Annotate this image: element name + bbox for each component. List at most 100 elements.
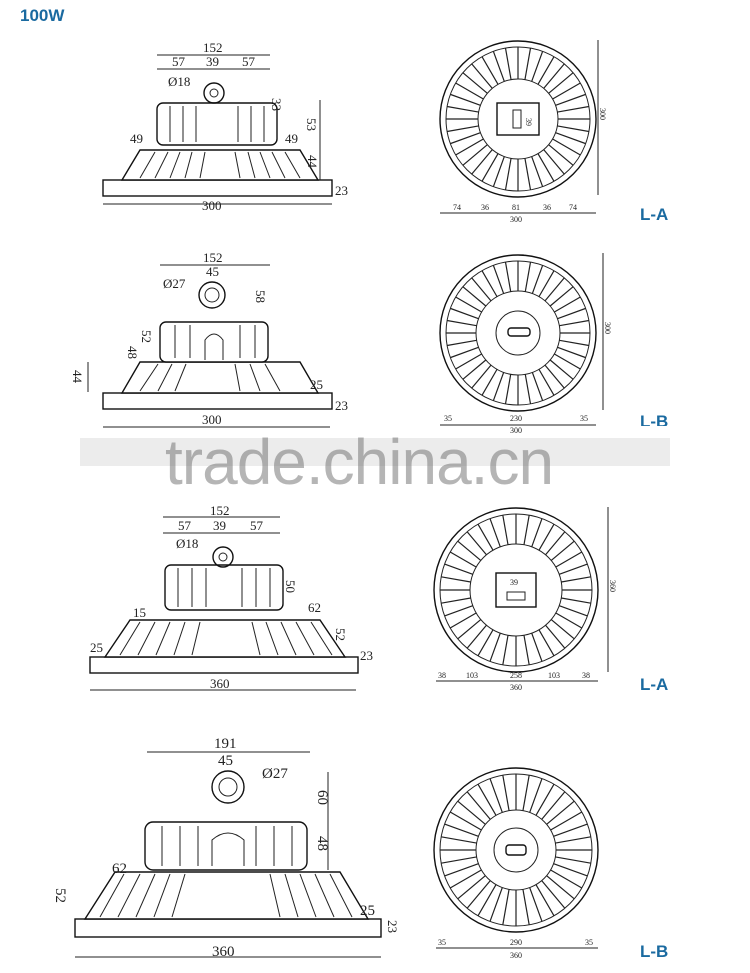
dim-top-3: 35 [580, 414, 588, 423]
dim-base-width: 360 [212, 944, 235, 960]
dim-top-3: 258 [510, 671, 522, 680]
variant-label-4: L-B [640, 942, 669, 961]
watermark-text: trade.china.cn [165, 426, 554, 498]
hanging-ring [212, 546, 234, 568]
dim-hook-height: 58 [253, 290, 268, 303]
dim-body-height: 48 [314, 836, 330, 851]
dim-top-3: 35 [585, 938, 593, 947]
dim-seg-a: 57 [178, 518, 192, 533]
top-view-2: 300 35 230 35 300 [439, 253, 612, 435]
dim-body-height: 52 [139, 330, 154, 343]
dim-overall: 152 [210, 503, 230, 518]
center-module [496, 102, 540, 136]
hanging-ring [211, 770, 245, 804]
dim-fin-height: 44 [70, 370, 85, 384]
dim-top-total: 360 [510, 683, 522, 692]
center-module [505, 844, 527, 856]
dim-seg-b: 39 [206, 54, 219, 69]
dim-base-width: 300 [202, 412, 222, 427]
variant-label-3: L-A [640, 675, 669, 694]
variant-label-2: L-B [640, 412, 669, 426]
center-module [507, 327, 531, 337]
dim-fin-height: 52 [333, 628, 348, 641]
dim-top-2: 36 [481, 203, 489, 212]
dim-base-height: 23 [335, 398, 348, 413]
side-view-2: 300 23 152 45 Ø27 58 52 48 44 25 [70, 250, 348, 428]
watermark-band [80, 438, 670, 466]
driver-housing [159, 321, 269, 363]
dim-hole: Ø18 [168, 74, 190, 89]
radial-fins-4 [440, 774, 592, 926]
dim-base-width: 300 [202, 198, 222, 213]
dim-base-height: 23 [385, 920, 400, 933]
dim-top-total: 300 [510, 215, 522, 224]
dim-base-height: 23 [360, 648, 373, 663]
heatsink-fins [83, 871, 370, 920]
dim-right-step: 49 [285, 131, 298, 146]
dim-seg-b: 39 [213, 518, 226, 533]
heatsink-fins [103, 619, 347, 658]
base-plate [102, 392, 333, 410]
driver-housing [144, 821, 308, 871]
dim-left-step: 15 [133, 605, 146, 620]
dim-top-1: 35 [444, 414, 452, 423]
side-view-3: 360 23 152 57 39 57 Ø18 50 15 62 52 25 [89, 503, 373, 691]
dim-body-height-2: 48 [125, 346, 140, 359]
radial-fins-2 [446, 261, 590, 405]
dim-center: 39 [510, 578, 518, 587]
dim-top-1: 35 [438, 938, 446, 947]
dim-fin-step: 25 [310, 377, 323, 392]
dim-top-total: 300 [510, 426, 522, 435]
dim-seg-a: 57 [172, 54, 186, 69]
dim-body-height: 50 [283, 580, 298, 593]
heatsink-fins [120, 361, 320, 394]
dim-top-height: 300 [598, 108, 607, 120]
dim-hook-height: 33 [269, 98, 284, 111]
dim-top-2: 290 [510, 938, 522, 947]
side-view-1: 300 23 152 57 39 57 Ø18 33 53 49 4 [102, 40, 348, 213]
dim-seg: 45 [206, 264, 219, 279]
heatsink-fins [120, 149, 320, 181]
dim-top-height: 360 [608, 580, 617, 592]
dim-hole: Ø27 [262, 766, 288, 782]
dim-top-5: 38 [582, 671, 590, 680]
dim-fin-height: 44 [305, 155, 320, 169]
dim-top-4: 36 [543, 203, 551, 212]
top-view-1: 39 300 74 36 81 36 74 300 [439, 40, 607, 224]
base-plate [102, 179, 333, 197]
center-module [495, 572, 537, 608]
radial-fins-1 [446, 47, 590, 191]
dim-left-step: 49 [130, 131, 143, 146]
side-view-4: 360 23 191 45 Ø27 60 48 62 52 25 [52, 736, 400, 960]
variant-label-1: L-A [640, 205, 669, 224]
dim-right-step: 62 [308, 600, 321, 615]
base-plate [89, 656, 359, 674]
dim-seg: 45 [218, 753, 233, 769]
dim-top-3: 81 [512, 203, 520, 212]
radial-fins-3 [440, 514, 592, 666]
dim-hole: Ø27 [163, 276, 186, 291]
base-plate [74, 918, 382, 938]
dim-top-4: 103 [548, 671, 560, 680]
dim-overall: 152 [203, 250, 223, 265]
dim-top-1: 38 [438, 671, 446, 680]
hanging-ring [203, 82, 225, 104]
dim-top-2: 103 [466, 671, 478, 680]
dim-top-height: 300 [603, 322, 612, 334]
dim-overall: 152 [203, 40, 223, 55]
dim-base-width: 360 [210, 676, 230, 691]
dim-base-height: 23 [335, 183, 348, 198]
dim-center: 39 [524, 118, 533, 126]
dim-seg-c: 57 [250, 518, 264, 533]
page-title: 100W [20, 6, 65, 25]
driver-housing [156, 102, 278, 146]
dim-hole: Ø18 [176, 536, 198, 551]
dim-top-2: 230 [510, 414, 522, 423]
dim-fin-height: 52 [52, 888, 68, 903]
dim-overall: 191 [214, 736, 237, 752]
dim-top-5: 74 [569, 203, 577, 212]
driver-housing [164, 564, 284, 611]
dim-top-total: 360 [510, 951, 522, 960]
dim-hook-height: 60 [314, 790, 330, 805]
